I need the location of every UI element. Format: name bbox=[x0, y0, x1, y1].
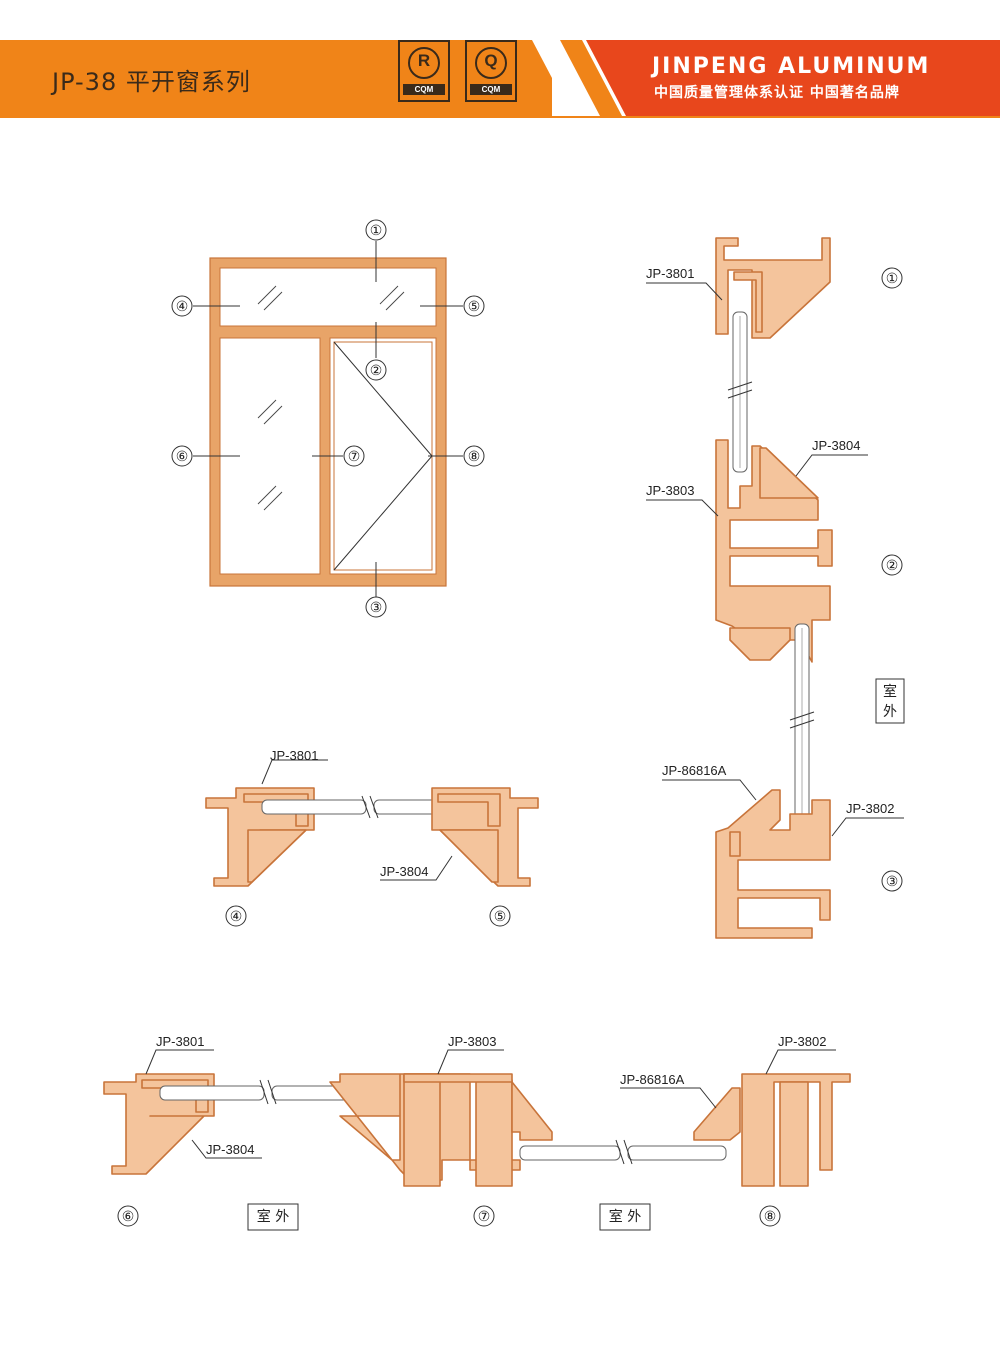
elevation-callouts: ① ② ③ ④ ⑤ ⑥ ⑦ ⑧ bbox=[171, 219, 485, 618]
label-jp3804-45: JP-3804 bbox=[380, 864, 428, 879]
callout-5: ⑤ bbox=[468, 298, 481, 314]
profile-678-jp3802 bbox=[741, 1073, 851, 1187]
outdoor-box-v bbox=[875, 678, 905, 724]
header-banner bbox=[0, 40, 1000, 118]
section-4-5: JP-3801 JP-3804 ④ ⑤ bbox=[205, 748, 539, 927]
vertical-section: JP-3801 JP-3804 JP-3803 JP-86816A JP-380… bbox=[646, 237, 905, 939]
label-jp3802-v: JP-3802 bbox=[846, 801, 894, 816]
callout-4: ④ bbox=[176, 298, 189, 314]
sec678-num-8: ⑧ bbox=[764, 1208, 777, 1224]
label-jp3801-v: JP-3801 bbox=[646, 266, 694, 281]
profile-678-jp86816a bbox=[693, 1087, 741, 1141]
outdoor-678a: 室 外 bbox=[257, 1208, 289, 1225]
cert-q-logo: Q CQM bbox=[465, 40, 517, 102]
label-678-jp3801: JP-3801 bbox=[156, 1034, 204, 1049]
glass-hatch bbox=[257, 285, 405, 511]
label-678-jp86816a: JP-86816A bbox=[620, 1072, 685, 1087]
label-jp3804-v: JP-3804 bbox=[812, 438, 860, 453]
outdoor-678b: 室 外 bbox=[609, 1208, 641, 1225]
callout-1: ① bbox=[370, 222, 383, 238]
vsec-num-2: ② bbox=[886, 557, 899, 573]
sec678-num-7: ⑦ bbox=[478, 1208, 491, 1224]
callout-3: ③ bbox=[370, 599, 383, 615]
glass-45 bbox=[261, 799, 367, 815]
label-jp86816a-v: JP-86816A bbox=[662, 763, 727, 778]
profile-jp3801-top bbox=[715, 237, 831, 339]
sec45-num-4: ④ bbox=[230, 908, 243, 924]
label-jp3803-v: JP-3803 bbox=[646, 483, 694, 498]
outdoor-box-678b bbox=[599, 1203, 651, 1231]
outdoor-v-1: 室 bbox=[883, 683, 897, 700]
header-orange-band bbox=[0, 40, 552, 116]
callout-7: ⑦ bbox=[348, 448, 361, 464]
series-title: JP-38 平开窗系列 bbox=[52, 68, 251, 96]
outdoor-box-678a bbox=[247, 1203, 299, 1231]
brand-slogan: 中国质量管理体系认证 中国著名品牌 bbox=[654, 85, 900, 101]
profile-jp3802-bottom bbox=[715, 789, 831, 939]
window-elevation: ① ② ③ ④ ⑤ ⑥ ⑦ ⑧ bbox=[171, 219, 485, 618]
label-678-jp3802: JP-3802 bbox=[778, 1034, 826, 1049]
label-jp3801-45: JP-3801 bbox=[270, 748, 318, 763]
header-red-band bbox=[586, 40, 1000, 116]
label-678-jp3804: JP-3804 bbox=[206, 1142, 254, 1157]
transom-glass bbox=[219, 267, 437, 327]
callout-6: ⑥ bbox=[176, 448, 189, 464]
sec678-num-6: ⑥ bbox=[122, 1208, 135, 1224]
label-678-jp3803: JP-3803 bbox=[448, 1034, 496, 1049]
page-header: JP-38 平开窗系列 R CQM Q CQM JINPENG ALUMINUM… bbox=[0, 0, 1000, 118]
cert-r-logo: R CQM bbox=[398, 40, 450, 102]
outdoor-v-2: 外 bbox=[883, 704, 897, 720]
callout-8: ⑧ bbox=[468, 448, 481, 464]
vsec-num-1: ① bbox=[886, 270, 899, 286]
sec45-num-5: ⑤ bbox=[494, 908, 507, 924]
callout-2: ② bbox=[370, 362, 383, 378]
section-6-7-8: JP-3801 JP-3804 JP-3803 JP-86816A JP-380… bbox=[103, 1034, 851, 1231]
vsec-num-3: ③ bbox=[886, 873, 899, 889]
brand-name: JINPENG ALUMINUM bbox=[652, 54, 931, 79]
